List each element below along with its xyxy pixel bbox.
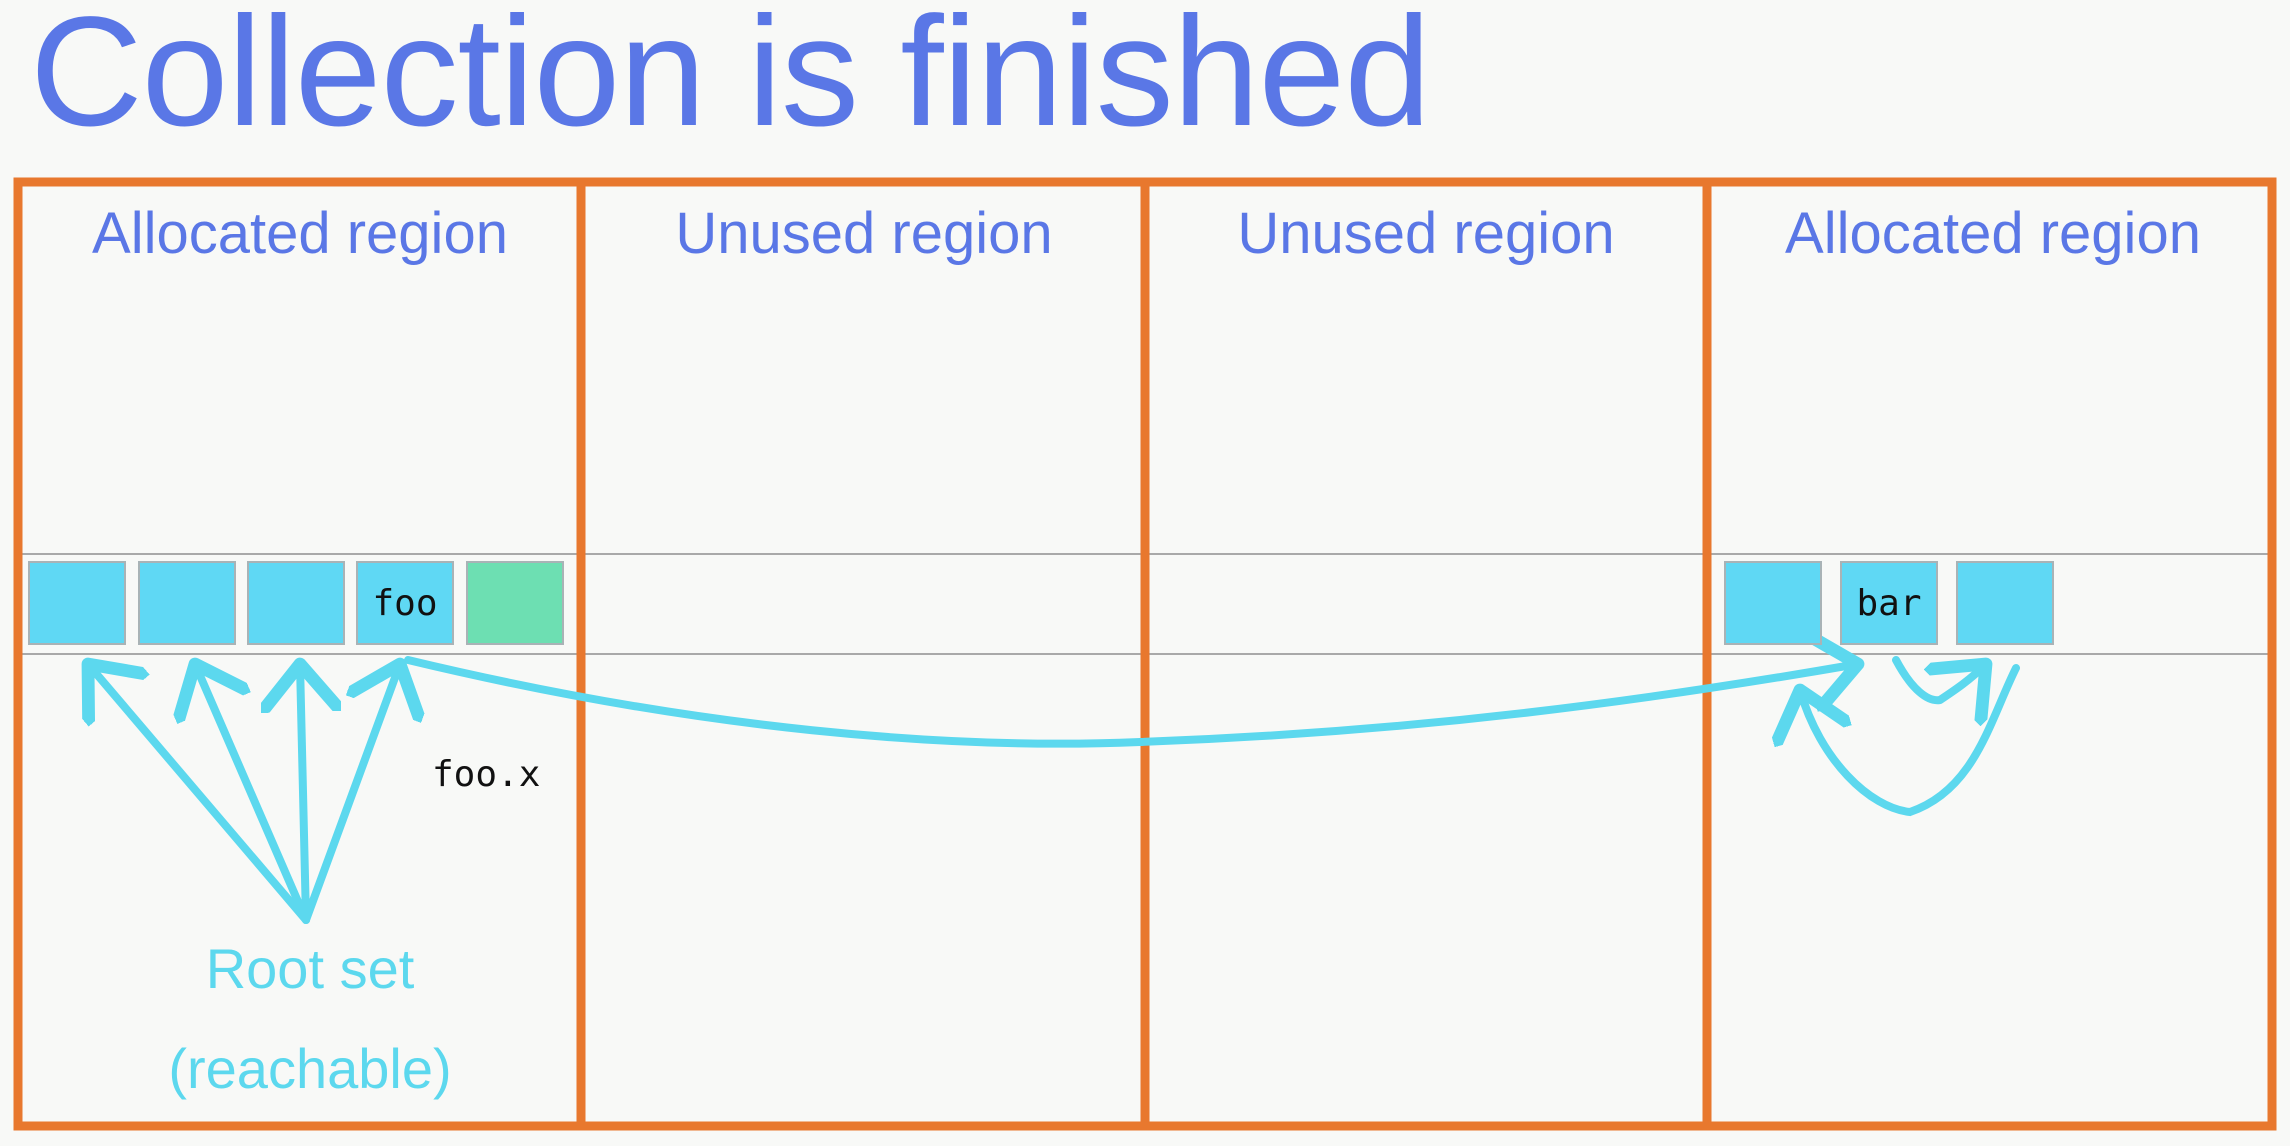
field-ref-label: foo.x [432, 754, 541, 795]
object-cell [1724, 561, 1822, 645]
region-label-1: Allocated region [92, 201, 508, 266]
object-cell-foo: foo [356, 561, 454, 645]
object-cell [138, 561, 236, 645]
region-label-3: Unused region [1237, 201, 1615, 266]
bar-to-right-arrow [1892, 656, 1986, 700]
object-cell [247, 561, 345, 645]
object-cell [1956, 561, 2054, 645]
root-set-sublabel: (reachable) [168, 1037, 452, 1100]
root-set-label: Root set [205, 937, 415, 1000]
region-label-2: Unused region [675, 201, 1053, 266]
free-cell [466, 561, 564, 645]
root-arrow-3 [300, 664, 306, 924]
foo-to-bar-arrow [404, 660, 1858, 748]
root-arrow-1 [88, 664, 310, 924]
bar-loop-arrow [1800, 664, 2020, 817]
object-cell [28, 561, 126, 645]
root-arrow-2 [195, 664, 310, 924]
object-cell-bar: bar [1840, 561, 1938, 645]
slide-title: Collection is finished [30, 0, 1431, 159]
root-arrow-4 [302, 664, 400, 924]
region-label-4: Allocated region [1785, 201, 2201, 266]
